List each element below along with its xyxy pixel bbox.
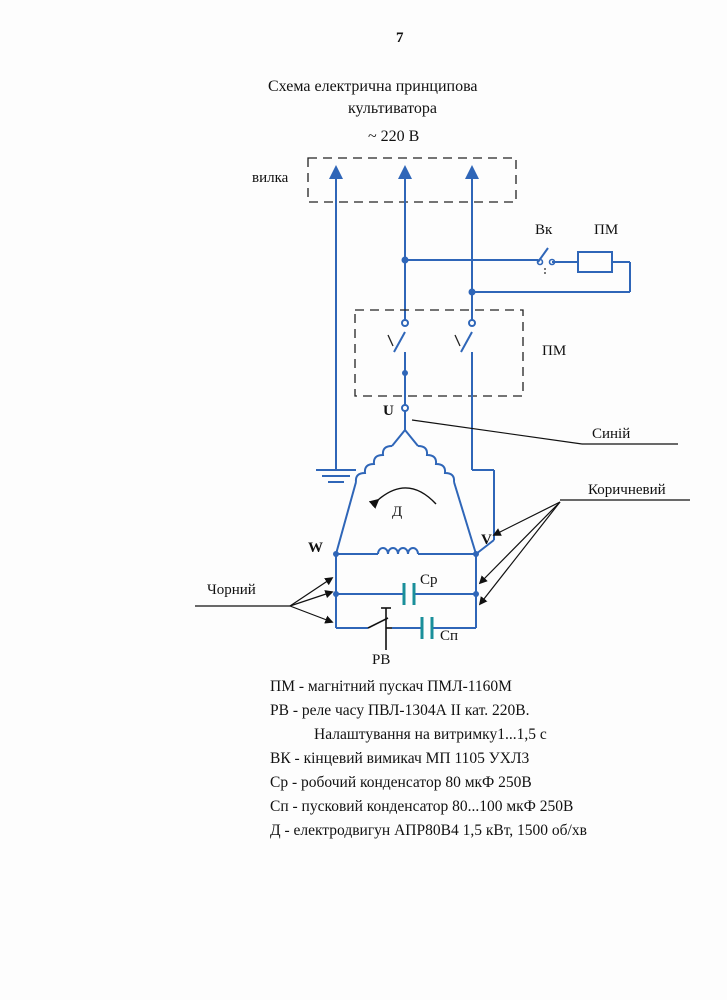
- time-relay-icon: [367, 607, 392, 650]
- starter-box: [354, 309, 524, 397]
- legend-item: РВ - реле часу ПВЛ-1304А II кат. 220В.: [270, 702, 530, 719]
- blue-wire-label: Синій: [592, 426, 631, 442]
- run-capacitor-label: Ср: [420, 572, 438, 588]
- diagram-title-line1: Схема електрична принципова: [268, 78, 478, 95]
- plug-box: [307, 157, 517, 203]
- terminal-v-label: V: [481, 532, 492, 548]
- time-relay-label: РВ: [372, 652, 391, 668]
- junction-dots: [333, 551, 479, 597]
- starter-label: ПМ: [542, 343, 567, 359]
- terminal-u-label: U: [383, 403, 394, 419]
- brown-wire-label: Коричневий: [588, 482, 666, 498]
- limit-switch-icon: [536, 247, 556, 274]
- rotation-arrow-icon: [368, 487, 437, 509]
- motor-windings: [335, 411, 495, 629]
- start-capacitor-label: Сп: [440, 628, 459, 644]
- page-number: 7: [396, 30, 404, 46]
- plug-label: вилка: [252, 170, 289, 186]
- black-wire-label: Чорний: [207, 582, 256, 598]
- terminal-w-label: W: [308, 540, 323, 556]
- run-capacitor-icon: [402, 583, 416, 605]
- component-legend: ПМ - магнітний пускач ПМЛ-1160М РВ - рел…: [270, 675, 587, 843]
- diagram-title-line2: культиватора: [348, 100, 437, 117]
- legend-item: ПМ - магнітний пускач ПМЛ-1160М: [270, 678, 512, 695]
- legend-item: Налаштування на витримку1...1,5 с: [314, 726, 547, 743]
- motor-label: Д: [392, 504, 403, 520]
- starter-coil-label: ПМ: [594, 222, 619, 238]
- legend-item: Сп - пусковий конденсатор 80...100 мкФ 2…: [270, 798, 574, 815]
- annotation-pointers: [195, 419, 690, 624]
- supply-voltage: ~ 220 В: [368, 128, 420, 145]
- start-capacitor-icon: [420, 617, 434, 639]
- starter-contacts: [387, 319, 476, 470]
- control-circuit: [401, 256, 631, 296]
- legend-item: Ср - робочий конденсатор 80 мкФ 250В: [270, 774, 532, 791]
- starter-coil-icon: [577, 251, 613, 273]
- limit-switch-label: Вк: [535, 222, 553, 238]
- legend-item: ВК - кінцевий вимикач МП 1105 УХЛ3: [270, 750, 530, 767]
- legend-item: Д - електродвигун АПР80В4 1,5 кВт, 1500 …: [270, 822, 587, 839]
- ground-icon: [316, 469, 356, 483]
